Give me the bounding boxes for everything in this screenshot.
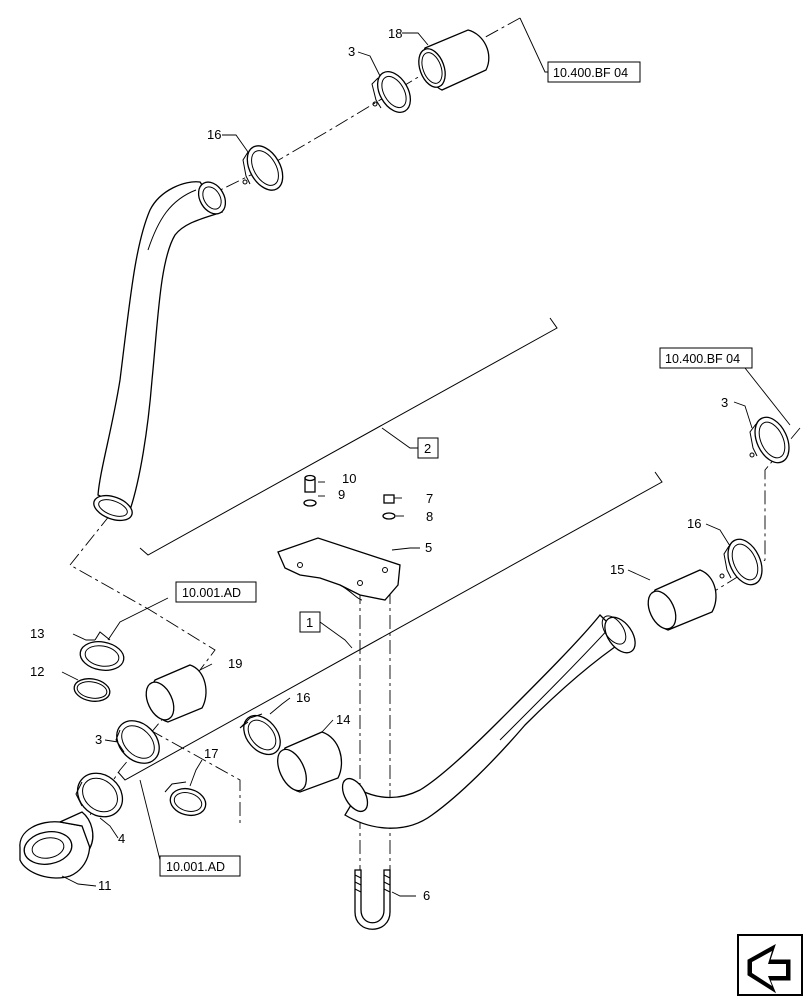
next-page-arrow-icon[interactable]	[737, 934, 803, 996]
u-bolt-6	[354, 869, 391, 930]
callout-16-right: 16	[687, 516, 701, 531]
ring-12	[73, 678, 111, 702]
clamp-16-lower	[239, 713, 281, 756]
ref-box-left-upper[interactable]: 10.001.AD	[175, 581, 257, 603]
callout-3-right: 3	[721, 395, 728, 410]
callout-13: 13	[30, 626, 44, 641]
clamp-16-right	[719, 538, 763, 586]
group-1-label: 1	[306, 615, 313, 630]
ref-box-left-lower[interactable]: 10.001.AD	[159, 855, 241, 877]
group-lines	[117, 317, 663, 781]
group-1-box: 1	[299, 611, 321, 633]
callout-14: 14	[336, 712, 350, 727]
sleeve-19	[145, 664, 207, 723]
callout-16-lower: 16	[296, 690, 310, 705]
clamp-4	[75, 772, 124, 818]
bracket-5	[277, 537, 401, 601]
callout-17: 17	[204, 746, 218, 761]
ref-label-mid-right[interactable]: 10.400.BF 04	[665, 352, 740, 366]
sleeve-14	[277, 731, 343, 793]
group-2-label: 2	[424, 441, 431, 456]
callout-12: 12	[30, 664, 44, 679]
clamp-3-right	[749, 416, 790, 464]
washer-9	[303, 499, 317, 507]
callout-6: 6	[423, 888, 430, 903]
ref-box-mid-right[interactable]: 10.400.BF 04	[659, 347, 753, 369]
ref-label-top-right[interactable]: 10.400.BF 04	[553, 66, 628, 80]
ref-label-left-lower[interactable]: 10.001.AD	[166, 860, 225, 874]
upper-hose	[93, 181, 227, 522]
clamp-3-left	[115, 720, 160, 764]
callout-19: 19	[228, 656, 242, 671]
lower-hose	[341, 614, 636, 829]
callout-16-top: 16	[207, 127, 221, 142]
clamp-13	[79, 631, 125, 671]
clamp-17	[164, 781, 207, 817]
callout-7: 7	[426, 491, 433, 506]
callout-11: 11	[98, 878, 112, 893]
leader-lines	[61, 17, 791, 897]
group-2-box: 2	[417, 437, 439, 459]
callout-10: 10	[342, 471, 356, 486]
callout-18: 18	[388, 26, 402, 41]
callout-numbers: 18 3 16 10 9 7 8 5 3 16 15 13 12 19 3 16…	[30, 26, 728, 903]
sleeve-18	[418, 29, 490, 91]
elbow-11	[19, 811, 94, 879]
clamp-3-top	[371, 71, 412, 113]
callout-3-left: 3	[95, 732, 102, 747]
callout-9: 9	[338, 487, 345, 502]
callout-15: 15	[610, 562, 624, 577]
washer-8	[382, 512, 396, 520]
ref-box-top-right[interactable]: 10.400.BF 04	[547, 61, 641, 83]
nut-7	[383, 494, 395, 504]
callout-5: 5	[425, 540, 432, 555]
callout-8: 8	[426, 509, 433, 524]
sleeve-15	[647, 569, 717, 631]
callout-3-top: 3	[348, 44, 355, 59]
bolt-10	[304, 474, 316, 493]
callout-4: 4	[118, 831, 125, 846]
ref-label-left-upper[interactable]: 10.001.AD	[182, 586, 241, 600]
clamp-16-top	[242, 145, 284, 191]
